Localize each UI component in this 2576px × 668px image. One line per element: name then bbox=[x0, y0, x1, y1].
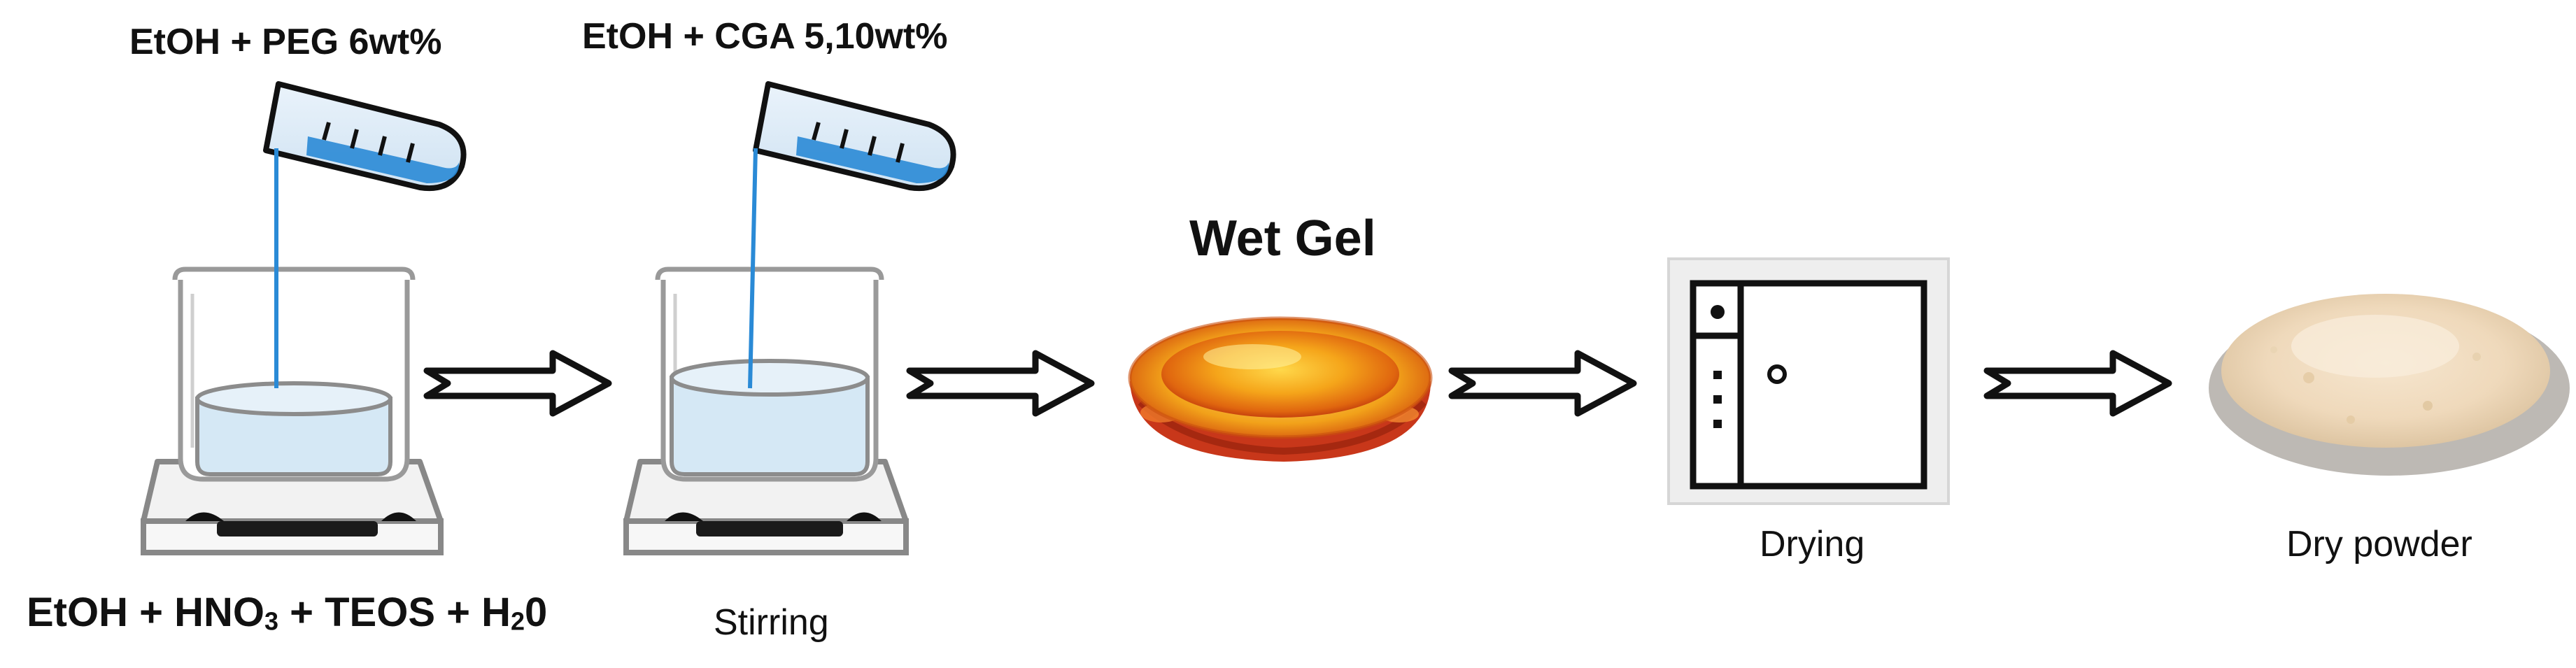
test-tube-icon bbox=[748, 81, 956, 389]
precursor-reagents-label: EtOH + HNO3 + TEOS + H20 bbox=[27, 589, 547, 636]
beaker-icon bbox=[655, 267, 884, 482]
beaker-icon bbox=[172, 267, 416, 482]
step2-reagent-label: EtOH + CGA 5,10wt% bbox=[582, 16, 948, 57]
arrow-right-icon bbox=[423, 350, 612, 417]
precursor-sub1: 3 bbox=[264, 606, 278, 636]
dry-powder-label: Dry powder bbox=[2286, 524, 2472, 564]
stirring-label: Stirring bbox=[714, 602, 829, 643]
step2-setup bbox=[623, 81, 956, 555]
test-tube-icon bbox=[263, 81, 467, 388]
wet-gel-label: Wet Gel bbox=[1189, 211, 1376, 267]
precursor-part2: + TEOS + H bbox=[278, 590, 511, 635]
powder-icon bbox=[2209, 294, 2570, 476]
drying-label: Drying bbox=[1760, 524, 1865, 564]
wet-gel-dish-icon bbox=[1128, 316, 1433, 462]
precursor-sub2: 2 bbox=[511, 606, 525, 636]
step1-setup bbox=[141, 81, 467, 555]
arrow-right-icon bbox=[1448, 350, 1637, 417]
arrow-right-icon bbox=[1983, 350, 2172, 417]
step1-reagent-label: EtOH + PEG 6wt% bbox=[129, 22, 442, 62]
oven-icon bbox=[1667, 257, 1950, 505]
precursor-part1: EtOH + HNO bbox=[27, 590, 264, 635]
precursor-part3: 0 bbox=[525, 590, 548, 635]
arrow-right-icon bbox=[906, 350, 1095, 417]
